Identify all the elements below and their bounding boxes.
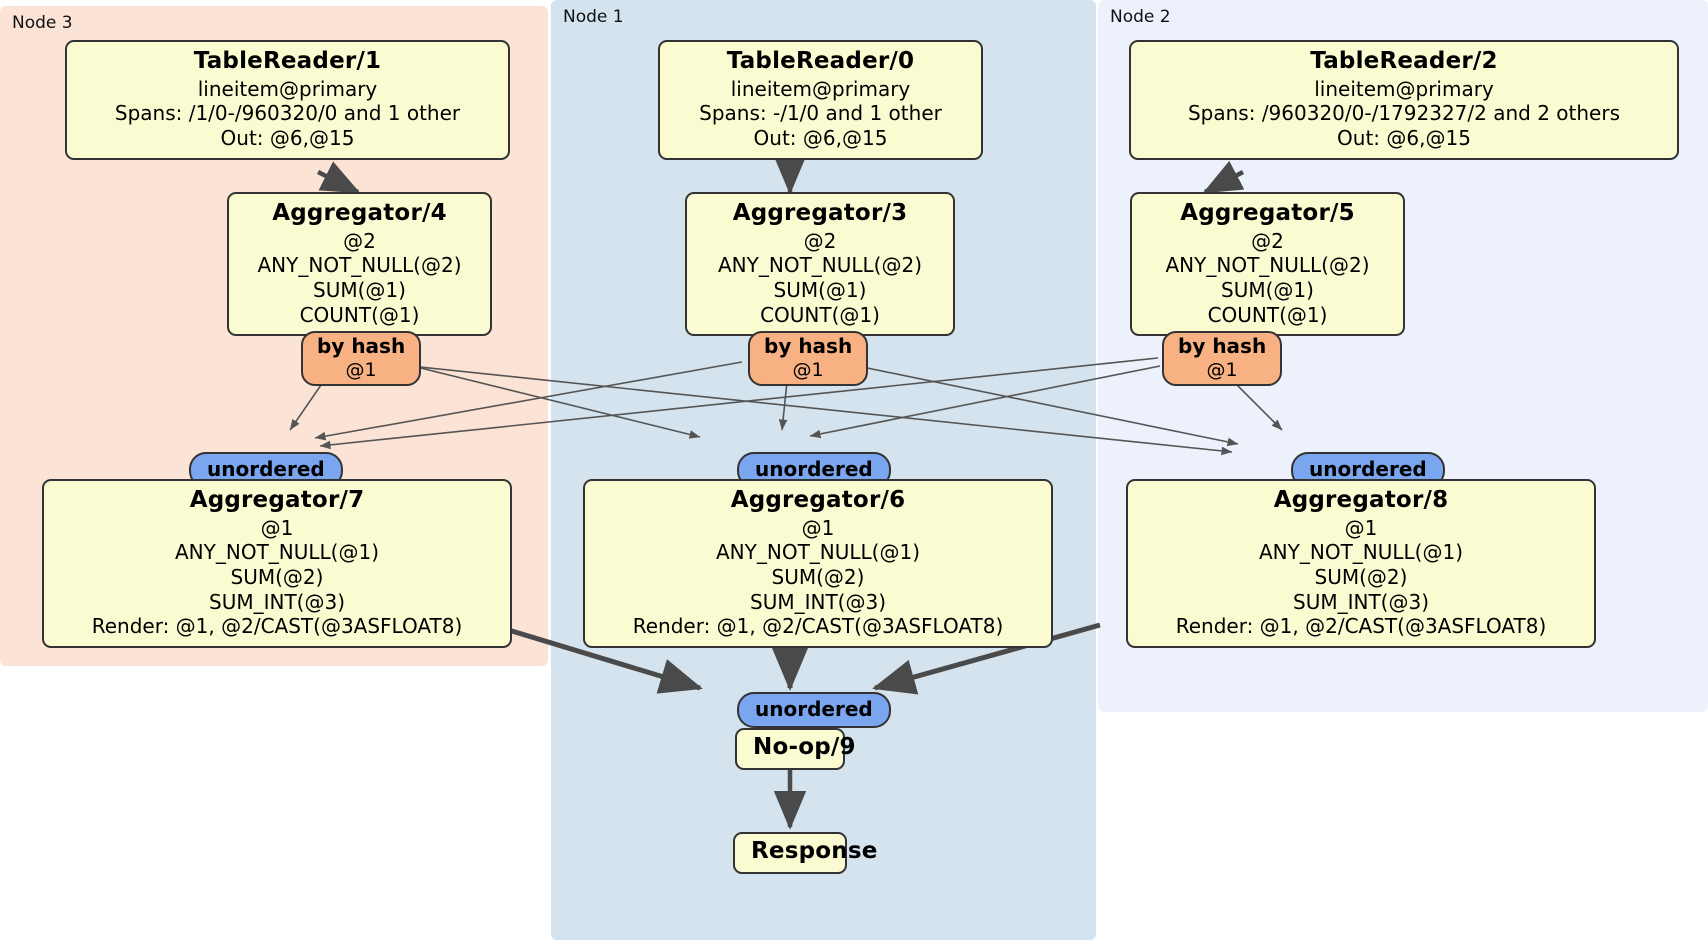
router-title: unordered [755, 697, 873, 721]
processor-line: Spans: /1/0-/960320/0 and 1 other [114, 101, 461, 126]
router-subtitle: @1 [1206, 358, 1238, 381]
router-subtitle: @1 [345, 358, 377, 381]
router-unordered-final[interactable]: unordered [737, 692, 891, 728]
processor-title: Aggregator/5 [1180, 200, 1355, 226]
processor-line: Out: @6,@15 [220, 126, 355, 151]
processor-line: SUM(@2) [1314, 565, 1408, 590]
processor-line: COUNT(@1) [1207, 302, 1328, 327]
processor-noop-9[interactable]: No-op/9 [735, 728, 856, 770]
processor-aggregator-5[interactable]: Aggregator/5 @2 ANY_NOT_NULL(@2) SUM(@1)… [1130, 192, 1405, 337]
processor-title: Aggregator/8 [1273, 487, 1449, 513]
node-panel-label-node3: Node 3 [12, 13, 73, 33]
processor-aggregator-3[interactable]: Aggregator/3 @2 ANY_NOT_NULL(@2) SUM(@1)… [685, 192, 955, 337]
processor-aggregator-7[interactable]: Aggregator/7 @1 ANY_NOT_NULL(@1) SUM(@2)… [42, 479, 512, 648]
processor-table-reader-0[interactable]: TableReader/0 lineitem@primary Spans: -/… [658, 40, 983, 160]
processor-aggregator-4[interactable]: Aggregator/4 @2 ANY_NOT_NULL(@2) SUM(@1)… [227, 192, 492, 337]
processor-line: ANY_NOT_NULL(@1) [716, 540, 920, 565]
router-title: by hash [764, 334, 853, 358]
processor-title: Aggregator/3 [732, 200, 908, 226]
processor-line: COUNT(@1) [760, 302, 880, 327]
processor-line: Render: @1, @2/CAST(@3ASFLOAT8) [632, 614, 1004, 639]
router-by-hash-mid[interactable]: by hash @1 [748, 331, 869, 386]
processor-line: @1 [260, 515, 294, 540]
processor-line: SUM_INT(@3) [750, 589, 886, 614]
processor-line: SUM(@2) [230, 565, 324, 590]
processor-line: ANY_NOT_NULL(@2) [718, 253, 922, 278]
processor-line: COUNT(@1) [299, 302, 420, 327]
router-subtitle: @1 [792, 358, 824, 381]
router-by-hash-left[interactable]: by hash @1 [301, 331, 422, 386]
router-by-hash-right[interactable]: by hash @1 [1162, 331, 1283, 386]
processor-line: ANY_NOT_NULL(@2) [1165, 253, 1370, 278]
processor-aggregator-8[interactable]: Aggregator/8 @1 ANY_NOT_NULL(@1) SUM(@2)… [1126, 479, 1596, 648]
processor-title: TableReader/2 [1310, 48, 1498, 74]
router-title: unordered [755, 457, 873, 481]
processor-line: @2 [803, 228, 837, 253]
processor-line: @1 [801, 515, 835, 540]
router-title: by hash [317, 334, 406, 358]
router-title: unordered [1309, 457, 1427, 481]
node-panel-label-node1: Node 1 [563, 7, 624, 27]
processor-title: Response [751, 838, 878, 864]
processor-line: ANY_NOT_NULL(@1) [175, 540, 379, 565]
processor-line: SUM(@1) [313, 278, 406, 303]
processor-table-reader-2[interactable]: TableReader/2 lineitem@primary Spans: /9… [1129, 40, 1679, 160]
processor-line: Out: @6,@15 [753, 126, 888, 151]
processor-line: SUM(@2) [771, 565, 865, 590]
processor-title: Aggregator/6 [730, 487, 906, 513]
processor-line: SUM(@1) [773, 278, 867, 303]
processor-line: lineitem@primary [1314, 76, 1494, 101]
processor-line: SUM_INT(@3) [1293, 589, 1429, 614]
processor-line: lineitem@primary [197, 76, 378, 101]
processor-line: SUM_INT(@3) [209, 589, 345, 614]
router-title: by hash [1178, 334, 1267, 358]
processor-line: ANY_NOT_NULL(@2) [257, 253, 462, 278]
processor-response[interactable]: Response [733, 832, 878, 874]
processor-line: @1 [1344, 515, 1378, 540]
processor-title: No-op/9 [753, 734, 856, 760]
processor-title: Aggregator/7 [189, 487, 365, 513]
processor-title: TableReader/1 [193, 48, 382, 74]
processor-line: Spans: /960320/0-/1792327/2 and 2 others [1187, 101, 1620, 126]
processor-title: Aggregator/4 [272, 200, 447, 226]
processor-line: ANY_NOT_NULL(@1) [1259, 540, 1463, 565]
processor-line: Render: @1, @2/CAST(@3ASFLOAT8) [1175, 614, 1547, 639]
processor-line: Render: @1, @2/CAST(@3ASFLOAT8) [91, 614, 463, 639]
processor-title: TableReader/0 [726, 48, 915, 74]
router-title: unordered [207, 457, 325, 481]
processor-line: Spans: -/1/0 and 1 other [699, 101, 942, 126]
processor-line: @2 [343, 228, 376, 253]
processor-line: SUM(@1) [1221, 278, 1314, 303]
processor-line: lineitem@primary [730, 76, 911, 101]
processor-line: Out: @6,@15 [1337, 126, 1471, 151]
processor-aggregator-6[interactable]: Aggregator/6 @1 ANY_NOT_NULL(@1) SUM(@2)… [583, 479, 1053, 648]
processor-table-reader-1[interactable]: TableReader/1 lineitem@primary Spans: /1… [65, 40, 510, 160]
processor-line: @2 [1251, 228, 1284, 253]
node-panel-label-node2: Node 2 [1110, 7, 1171, 27]
